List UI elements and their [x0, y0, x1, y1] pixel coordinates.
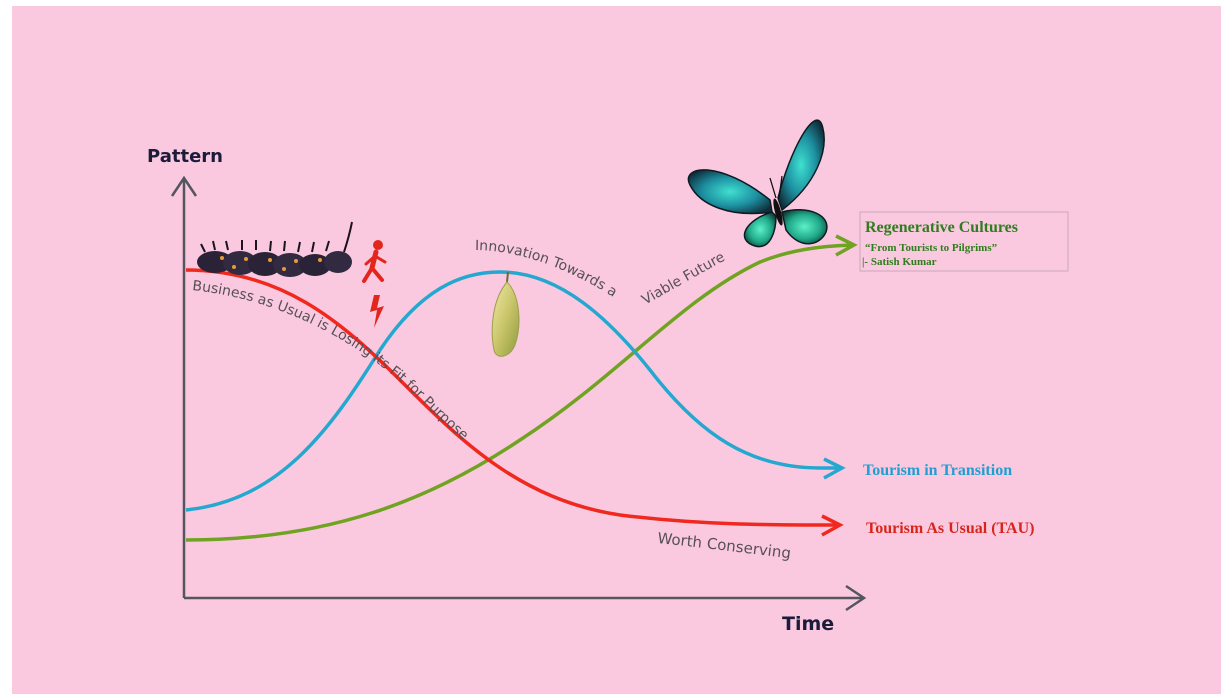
x-axis-arrow: [845, 584, 867, 612]
y-axis-label: Pattern: [147, 146, 223, 167]
y-axis-arrow: [170, 175, 198, 197]
butterfly-icon: [687, 119, 828, 248]
chrysalis-icon: [491, 271, 520, 357]
transition-label: Tourism in Transition: [863, 462, 1012, 479]
regenerative-curve-arrow: [835, 234, 858, 257]
transition-curve: [185, 270, 838, 512]
regenerative-curve: [185, 243, 853, 542]
tau-label: Tourism As Usual (TAU): [866, 520, 1034, 537]
walking-person-icon: [362, 240, 387, 283]
lightning-icon: [370, 295, 384, 328]
tau-curve: [185, 268, 837, 527]
background-panel: [12, 6, 1221, 694]
caterpillar-icon: [197, 221, 353, 277]
tau-curve-arrow: [821, 514, 844, 537]
regenerative-box: Regenerative Cultures “From Tourists to …: [859, 211, 1069, 272]
transition-curve-arrow: [823, 457, 846, 480]
x-axis-label: Time: [782, 613, 834, 635]
axes: [170, 175, 867, 612]
regenerative-title: Regenerative Cultures: [865, 219, 1018, 236]
regenerative-quote: “From Tourists to Pilgrims”: [865, 242, 997, 254]
regenerative-attribution: |- Satish Kumar: [862, 256, 937, 268]
